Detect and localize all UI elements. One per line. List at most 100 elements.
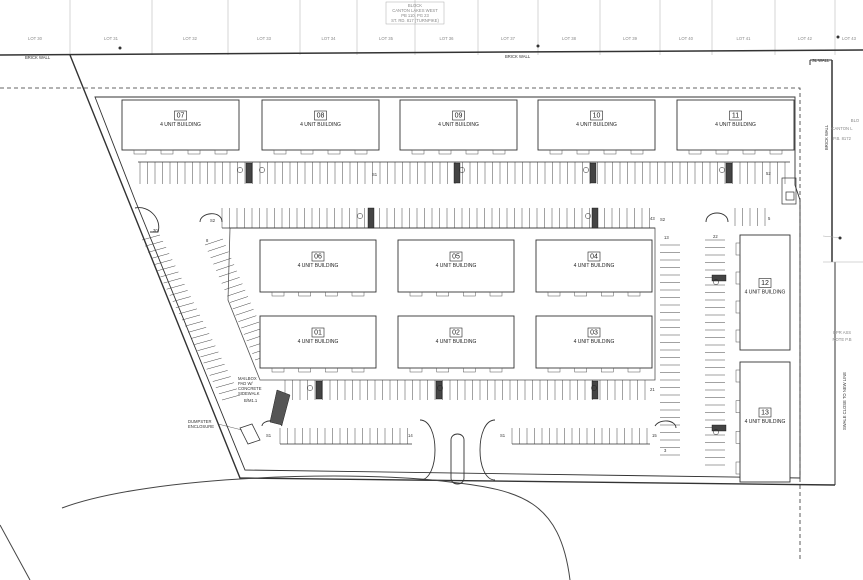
lot-label: LOT 37: [501, 36, 516, 41]
dumpster-label-line-1: DUMPSTER: [188, 419, 212, 424]
building-03: 034 UNIT BUILDING: [535, 315, 653, 373]
stall-line: [221, 277, 240, 284]
stall-line: [206, 363, 225, 370]
building-07: 074 UNIT BUILDING: [121, 99, 240, 155]
stall-line: [178, 308, 197, 315]
dumpster-label-line-2: ENCLOSURE: [188, 424, 214, 429]
survey-markers: [118, 35, 842, 240]
count-14: 14: [408, 433, 413, 438]
accessible-symbol: [713, 429, 719, 435]
stall-line: [194, 339, 213, 345]
stall-line: [212, 376, 231, 382]
building-12: 124 UNIT BUILDING: [735, 234, 791, 351]
stall-line: [203, 357, 222, 364]
building-number: 02: [452, 330, 460, 337]
accessible-symbol: [713, 279, 719, 285]
building-type-label: 4 UNIT BUILDING: [745, 419, 786, 425]
stall-line: [238, 315, 257, 322]
building-10: 104 UNIT BUILDING: [537, 99, 656, 155]
accessible-symbol: [591, 385, 597, 391]
right-note2-line-1: CPR ASS: [833, 330, 851, 335]
building-footprint: [535, 315, 653, 369]
building-footprint: [537, 99, 656, 151]
lot-label: LOT 34: [322, 36, 337, 41]
count-8: 8: [206, 238, 209, 243]
stall-line: [207, 245, 226, 252]
mail-id: B/M1.1: [244, 398, 258, 403]
stall-line: [163, 277, 182, 284]
accessible-access-aisle: [589, 162, 597, 184]
building-type-label: 4 UNIT BUILDING: [576, 122, 617, 128]
adjacent-block-note: BLOCK CANTON LAKES WEST PB 110, PG 23 ST…: [385, 1, 445, 25]
north-property-line: [0, 49, 863, 56]
sign-s1-a: S1: [266, 433, 272, 438]
stall-line: [188, 327, 207, 333]
building-footprint: [397, 315, 515, 369]
stall-line: [197, 345, 216, 352]
stall-line: [191, 333, 210, 339]
building-number: 05: [452, 254, 460, 261]
building-footprint: [397, 239, 515, 293]
sign-s1-b: S1: [500, 433, 506, 438]
road-curve: [61, 475, 571, 580]
right-note2-line-2: NOTE P.B: [832, 337, 851, 342]
building-type-label: 4 UNIT BUILDING: [574, 263, 615, 269]
building-type-label: 4 UNIT BUILDING: [298, 263, 339, 269]
building-footprint: [259, 315, 377, 369]
accessible-access-aisle: [591, 380, 599, 400]
building-type-label: 4 UNIT BUILDING: [438, 122, 479, 128]
building-type-label: 4 UNIT BUILDING: [298, 339, 339, 345]
block-note-line-3: PB 110, PG 23: [401, 13, 429, 18]
stall-line: [154, 259, 173, 265]
building-number: 07: [177, 113, 185, 120]
sign-s2-b: S2: [660, 217, 666, 222]
building-footprint: [261, 99, 380, 151]
building-footprint: [676, 99, 795, 151]
accessible-access-aisle: [315, 380, 323, 400]
building-type-label: 4 UNIT BUILDING: [436, 339, 477, 345]
count-13: 13: [664, 235, 669, 240]
lot-label: LOT 41: [737, 36, 752, 41]
building-number: 11: [732, 113, 739, 120]
building-01: 01 4 UNIT BUILDING: [259, 315, 377, 373]
stall-line: [169, 290, 188, 296]
mailbox-label-line-3: CONCRETE: [238, 386, 262, 391]
stall-line: [215, 382, 234, 388]
lot-label: LOT 38: [562, 36, 577, 41]
accessible-symbol: [459, 167, 465, 173]
stall-line: [157, 265, 176, 272]
accessible-symbol: [719, 167, 725, 173]
building-number: 03: [590, 330, 598, 337]
accessible-access-aisle: [725, 162, 733, 184]
stall-line: [145, 240, 164, 247]
east-utility: [781, 177, 797, 205]
side-wall-label: BRICK WALL: [824, 124, 829, 150]
lot-label: LOT 43: [842, 36, 857, 41]
lot-label: LOT 32: [183, 36, 198, 41]
dumpster-enclosure: DUMPSTER ENCLOSURE MAILBOX PAD W/ CONCRE…: [188, 376, 291, 445]
stall-line: [218, 270, 237, 278]
accessible-access-aisle: [245, 162, 253, 184]
count-5: 5: [768, 216, 771, 221]
building-number: 01: [314, 330, 322, 337]
stall-line: [141, 234, 161, 241]
building-type-label: 4 UNIT BUILDING: [715, 122, 756, 128]
accessible-access-aisle: [711, 424, 727, 432]
block-note-line-1: BLOCK: [408, 3, 422, 8]
sign-s1-c: S1: [372, 172, 378, 177]
stall-line: [151, 253, 170, 259]
accessible-symbol: [357, 213, 363, 219]
building-13: 134 UNIT BUILDING: [735, 361, 791, 483]
stall-line: [213, 257, 232, 265]
accessible-stall-hatches: [237, 162, 733, 435]
accessible-symbol: [437, 385, 443, 391]
lot-label: LOT 39: [623, 36, 638, 41]
count-3: 3: [664, 448, 667, 453]
block-note-line-4: ST. RD. 817 (TURNPIKE): [391, 18, 439, 23]
stall-line: [209, 370, 228, 376]
accessible-access-aisle: [591, 207, 599, 229]
right-edge-note: SWALE CLOSE TO NEW LINE: [842, 372, 847, 430]
building-footprint: [121, 99, 240, 151]
stall-line: [221, 394, 241, 401]
